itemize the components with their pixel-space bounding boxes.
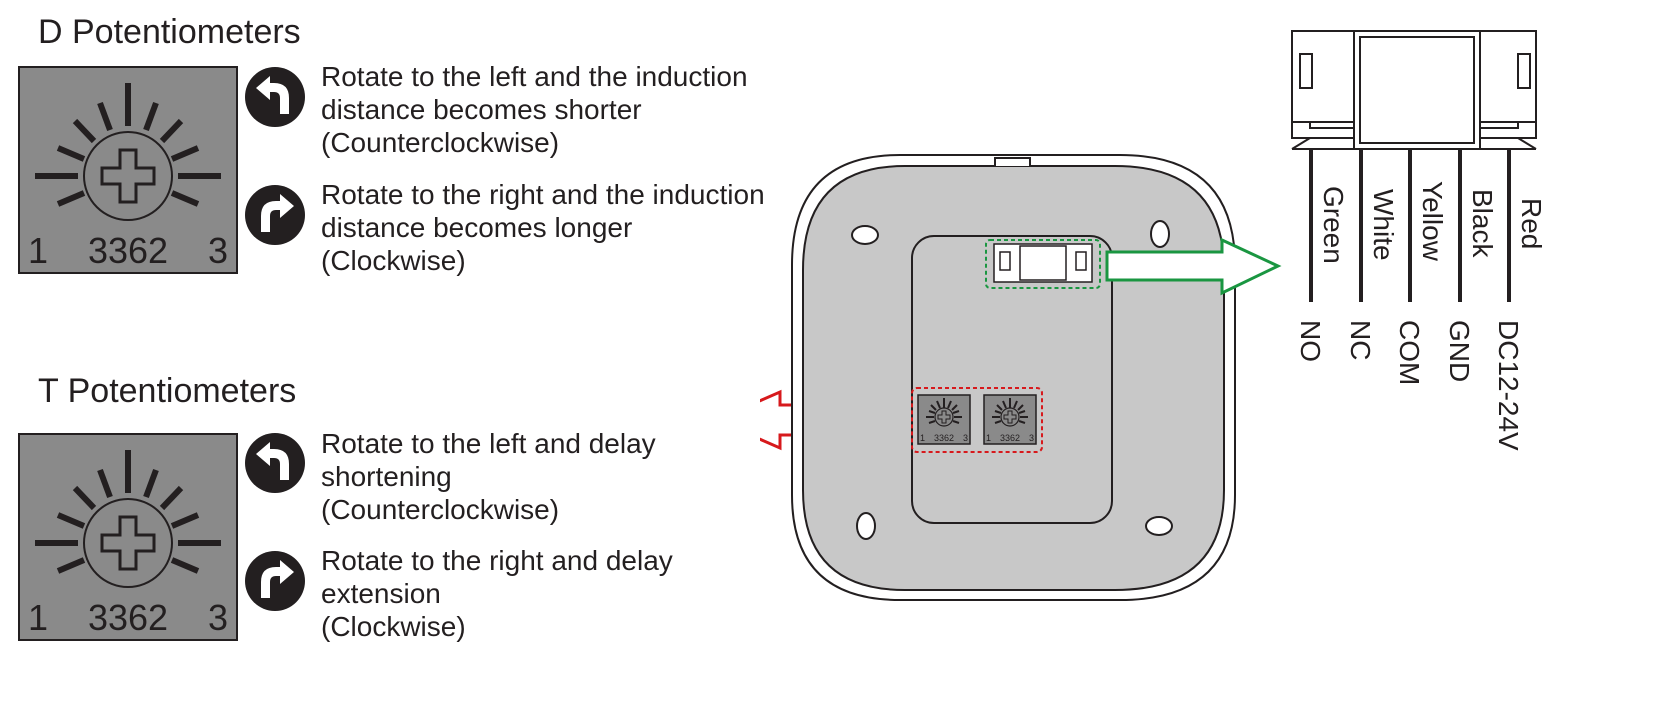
wire-color-label: Red — [1516, 198, 1547, 249]
pot-model-label: 3362 — [88, 597, 168, 638]
d-rotate-left-text: Rotate to the left and the induction dis… — [321, 61, 748, 158]
svg-text:1: 1 — [986, 433, 991, 443]
svg-text:1: 1 — [920, 433, 925, 443]
rotate-counterclockwise-icon — [244, 432, 310, 498]
inner-panel — [911, 235, 1113, 524]
connector-callout-arrow — [1105, 237, 1282, 296]
pot-pin-3-label: 3 — [208, 597, 228, 638]
wire-color-label: White — [1368, 189, 1399, 261]
svg-text:3: 3 — [963, 433, 968, 443]
mount-hole — [856, 512, 876, 540]
terminal-label: NO — [1295, 320, 1326, 362]
mount-hole — [851, 225, 879, 245]
rotate-clockwise-icon — [244, 550, 310, 616]
rotate-clockwise-icon — [244, 184, 310, 250]
wire-color-label: Black — [1467, 189, 1498, 258]
pot-pin-1-label: 1 — [28, 230, 48, 271]
potentiometer-highlight — [911, 387, 1043, 453]
t-potentiometers-heading: T Potentiometers — [38, 372, 297, 410]
wiring-connector-diagram: Green White Yellow Black Red NO NC COM G… — [1291, 30, 1547, 451]
wire-color-label: Yellow — [1417, 181, 1448, 262]
pot-pin-1-label: 1 — [28, 597, 48, 638]
d-potentiometer-diagram: 1 3362 3 — [18, 66, 250, 285]
pot-pin-3-label: 3 — [208, 230, 228, 271]
svg-text:3362: 3362 — [1000, 433, 1020, 443]
wire-color-label: Green — [1318, 186, 1349, 264]
svg-text:3362: 3362 — [934, 433, 954, 443]
mini-potentiometer: 1 3362 3 — [917, 394, 971, 445]
terminal-label: NC — [1345, 320, 1376, 360]
d-rotate-right-text: Rotate to the right and the induction di… — [321, 179, 765, 276]
terminal-label: GND — [1444, 320, 1475, 382]
mount-hole — [1145, 516, 1173, 536]
mini-potentiometer: 1 3362 3 — [983, 394, 1037, 445]
pot-model-label: 3362 — [88, 230, 168, 271]
svg-text:3: 3 — [1029, 433, 1034, 443]
t-rotate-left-text: Rotate to the left and delay shortening … — [321, 428, 656, 525]
d-potentiometers-heading: D Potentiometers — [38, 13, 301, 51]
terminal-label: DC12-24V — [1493, 320, 1524, 451]
terminal-label: COM — [1394, 320, 1425, 385]
connector-highlight — [985, 239, 1101, 289]
device-back-diagram: 1 3362 3 1 3362 3 — [760, 154, 1282, 601]
rotate-counterclockwise-icon — [244, 66, 310, 132]
t-rotate-right-text: Rotate to the right and delay extension … — [321, 545, 673, 642]
mount-hole — [1150, 220, 1170, 248]
t-potentiometer-diagram: 1 3362 3 — [18, 433, 250, 652]
